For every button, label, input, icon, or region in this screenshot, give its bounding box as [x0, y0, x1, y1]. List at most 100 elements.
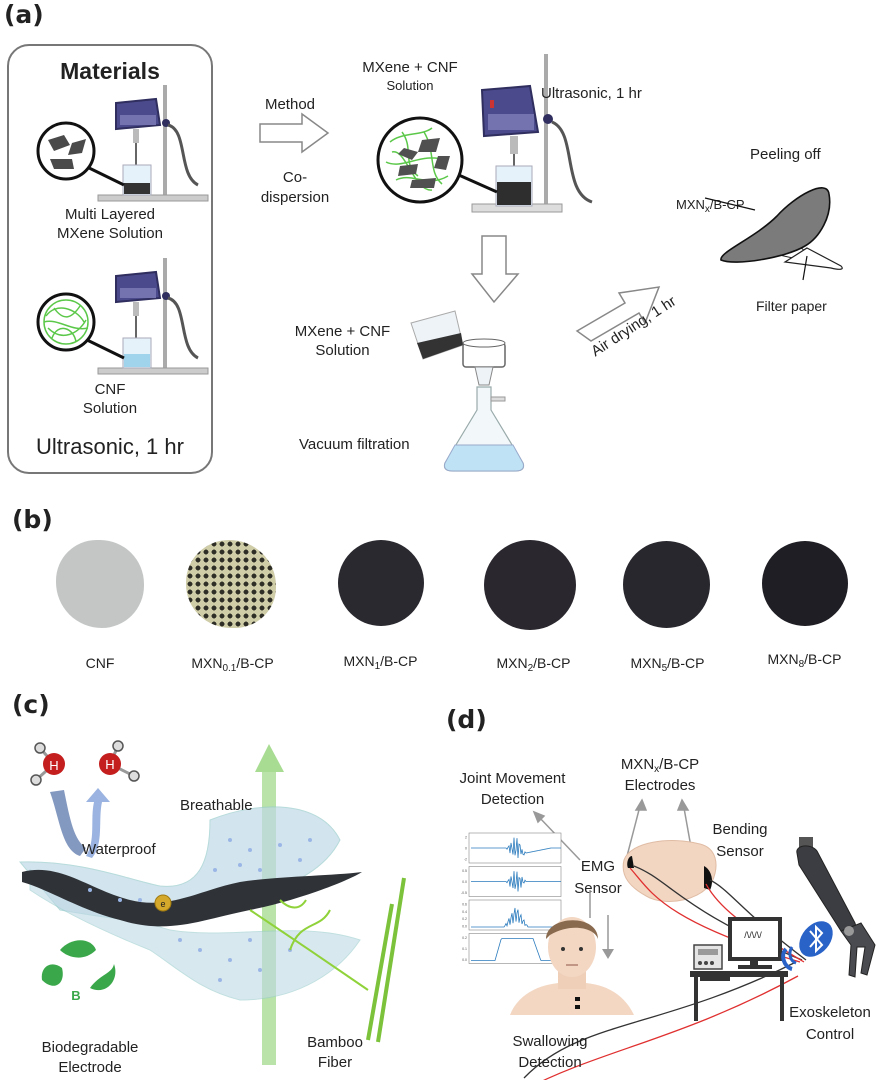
sample-label-main: MXN — [767, 651, 799, 667]
emg-sensor-label-line2: Sensor — [574, 880, 622, 897]
sample-disk-mxn-2 — [484, 540, 576, 630]
mini-plot-frame — [468, 899, 562, 931]
pour-solution-label-line2: Solution — [315, 342, 370, 359]
down-arrow-icon — [470, 235, 520, 304]
biodegradable-label-line1: Biodegradable — [41, 1039, 139, 1056]
mini-plot-3: 0.60.40.20.0 — [462, 899, 562, 931]
breathable-label: Breathable — [180, 797, 253, 814]
mini-plot-signal — [471, 907, 561, 928]
ultrasonic-1hr-label: Ultrasonic, 1 hr — [541, 85, 642, 102]
bluetooth-icon — [781, 921, 833, 971]
water-molecule-right-atom: H — [105, 757, 115, 772]
pour-solution-label-line1: MXene + CNF — [294, 323, 391, 340]
emg-device-icon — [693, 944, 723, 970]
sample-label-main: MXN — [630, 655, 662, 671]
mini-plot-ytick: 0.0 — [462, 958, 467, 962]
water-bounce-arrow-icon — [86, 788, 110, 858]
mini-plot-signal — [471, 837, 561, 859]
codispersion-label-line2: dispersion — [260, 189, 330, 206]
filter-paper-label: Filter paper — [756, 298, 827, 314]
mini-plot-2: 0.5 0.0 -0.5 — [461, 866, 562, 897]
emg-down-arrow-icon — [602, 915, 614, 959]
water-molecule-left-icon — [30, 742, 65, 786]
mini-plot-ytick: 0.0 — [462, 925, 467, 929]
sample-label-suffix: /B-CP — [533, 655, 571, 671]
sample-label-subscript: 2 — [527, 663, 534, 674]
bamboo-label-line2: Fiber — [317, 1054, 353, 1071]
sample-label-subscript: 0.1 — [222, 663, 237, 674]
sample-label-subscript: 8 — [798, 659, 805, 670]
sample-label-subscript: 1 — [374, 661, 381, 672]
mini-plot-ytick: 0.6 — [462, 903, 467, 907]
sample-label-suffix: /B-CP — [667, 655, 705, 671]
mini-plot-signal — [471, 938, 561, 961]
sample-disk-mxn-0-1 — [186, 540, 276, 628]
mini-plot-ytick: 0.0 — [462, 880, 467, 884]
sample-label-suffix: /B-CP — [804, 651, 842, 667]
mini-plot-ytick: 0.5 — [462, 869, 467, 873]
materials-ultrasonic-label: Ultrasonic, 1 hr — [36, 434, 184, 459]
joint-movement-label-line1: Joint Movement — [459, 770, 566, 787]
monitor-waveform: /\/\/\/ — [744, 930, 762, 940]
bamboo-label-line1: Bamboo — [307, 1034, 363, 1051]
sample-label-main: MXN — [343, 653, 375, 669]
electrodes-label-main: MXN — [620, 756, 655, 773]
sample-disk-cnf — [56, 540, 144, 628]
bamboo-icon — [366, 877, 406, 1043]
probe-sonicator-icon — [97, 85, 209, 202]
waterproof-label: Waterproof — [82, 841, 156, 858]
sample-disk-mxn-8 — [762, 541, 848, 626]
electrodes-label-suffix: /B-CP — [659, 756, 700, 773]
mini-plot-signal — [471, 871, 561, 892]
magnifier-mxene-flakes-icon — [36, 121, 125, 187]
sample-label-suffix: /B-CP — [380, 653, 418, 669]
breathable-electrode-illustration — [18, 744, 406, 1065]
sample-label-main: MXN — [496, 655, 528, 671]
electrodes-label-line1: MXNx/B-CP — [600, 755, 720, 775]
desk-icon — [690, 971, 788, 1021]
panel-a-label: (a) — [4, 0, 44, 29]
joint-movement-label-line2: Detection — [480, 791, 545, 808]
desk-with-monitor-illustration — [690, 917, 788, 1021]
sample-label-suffix: /B-CP — [236, 655, 274, 671]
sample-label-mxn-2: MXN2/B-CP — [466, 654, 601, 674]
exoskeleton-label-line2: Control — [805, 1026, 855, 1043]
sample-label-mxn-8: MXN8/B-CP — [737, 650, 872, 670]
sample-label-cnf: CNF — [85, 655, 115, 671]
probe-sonicator-icon — [471, 54, 593, 213]
ultrasonicator-cnf-illustration — [36, 258, 209, 375]
panel-c-label: (c) — [12, 690, 50, 719]
mini-plot-ytick: 0 — [465, 847, 467, 851]
mini-plot-ytick: -0.5 — [461, 891, 467, 895]
mixture-label-line1: MXene + CNF — [362, 59, 458, 76]
sample-label-mxn-5: MXN5/B-CP — [600, 654, 735, 674]
electron-label: e — [160, 899, 166, 909]
ultrasonicator-mxene-illustration — [36, 85, 209, 202]
mini-plot-ytick: -2 — [464, 858, 467, 862]
cnf-label-line1: CNF — [94, 381, 126, 398]
materials-box — [7, 44, 213, 474]
cnf-solution-label-line2: Solution — [82, 400, 138, 417]
monitor-icon — [728, 917, 782, 969]
exoskeleton-label-line1: Exoskeleton — [789, 1004, 871, 1021]
mini-plot-4: 0.20.10.0 — [462, 933, 562, 964]
vacuum-filtration-illustration — [410, 310, 525, 472]
mini-plot-ytick: 2 — [465, 836, 467, 840]
probe-sonicator-icon — [97, 258, 209, 375]
water-repel-arrow-icon — [50, 790, 86, 856]
biodegradable-leaf-icon — [41, 940, 116, 991]
exoskeleton-arm-illustration — [796, 837, 876, 978]
peeling-off-label: Peeling off — [750, 146, 821, 163]
electrodes-label-line2: Electrodes — [624, 777, 696, 794]
film-label-main: MXN — [676, 197, 705, 212]
recycle-letter: B — [71, 988, 81, 1003]
mini-plot-ytick: 0.2 — [462, 917, 467, 921]
filter-flask-icon — [443, 386, 525, 472]
swallowing-label-line2: Detection — [518, 1054, 582, 1071]
peeling-film-illustration — [704, 187, 843, 281]
air-drying-arrow-icon — [575, 286, 661, 342]
electrodes-label-subscript: x — [654, 764, 660, 775]
panel-b-label: (b) — [12, 505, 53, 534]
panel-d-label: (d) — [446, 705, 487, 734]
sample-label-main: MXN — [191, 655, 223, 671]
